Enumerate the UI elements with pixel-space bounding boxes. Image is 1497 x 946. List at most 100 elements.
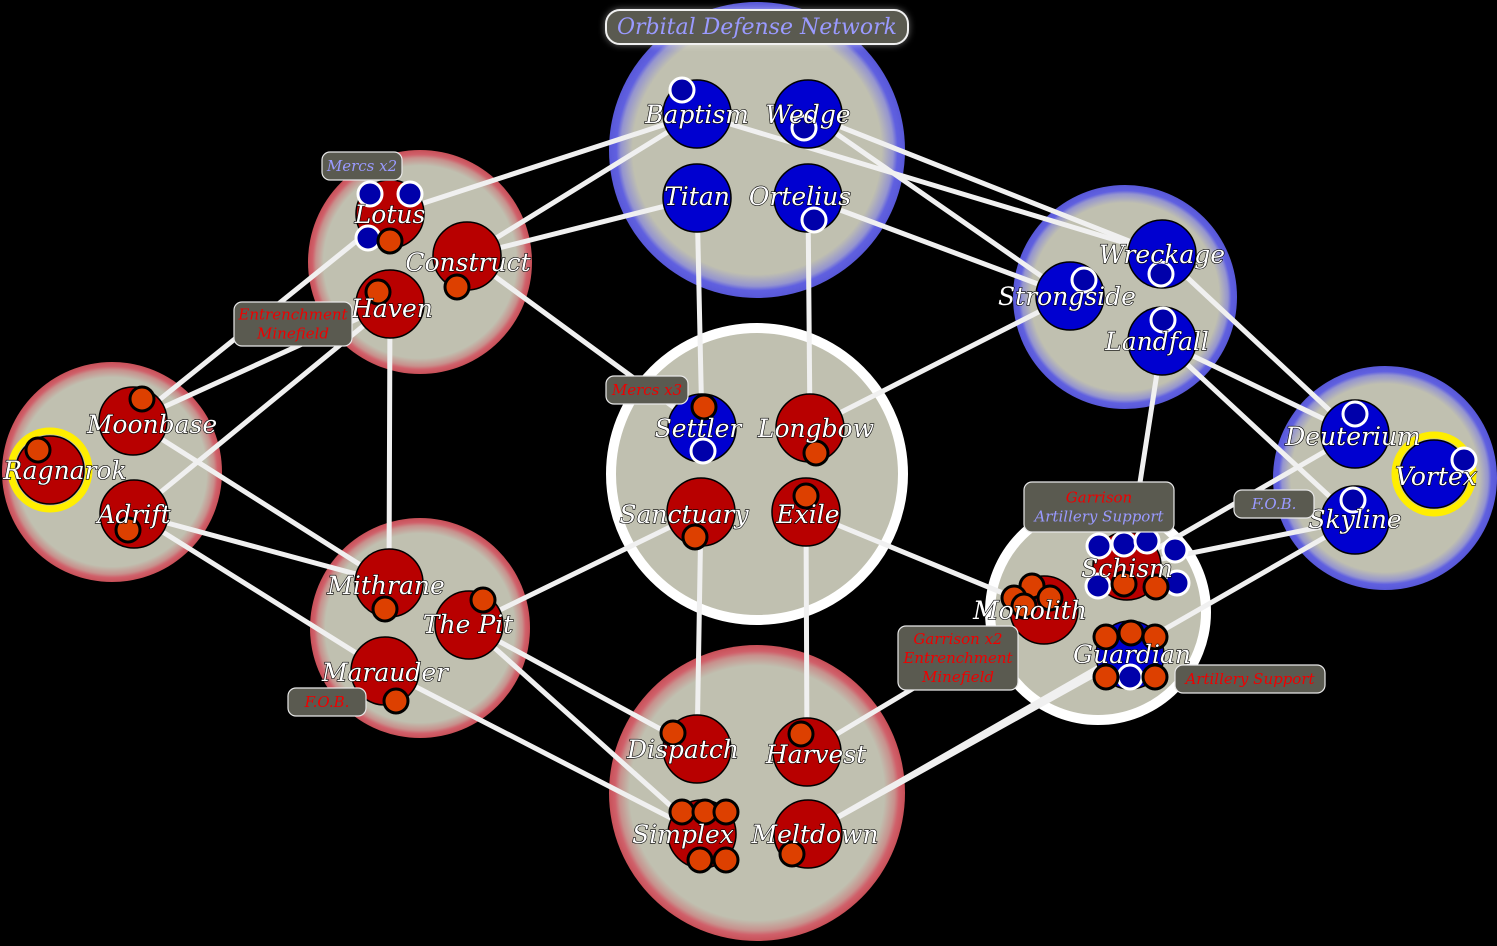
planet-moonbase[interactable] <box>98 385 168 456</box>
red-unit-token[interactable] <box>1036 584 1064 612</box>
red-unit-token[interactable] <box>792 482 820 510</box>
blue-unit-token[interactable] <box>1070 266 1098 294</box>
planet-label-monolith: Monolith <box>972 596 1087 625</box>
planet-deuterium[interactable] <box>1320 399 1390 469</box>
blue-unit-token[interactable] <box>1341 400 1369 428</box>
red-unit-token[interactable] <box>1010 592 1038 620</box>
red-unit-token[interactable] <box>1141 663 1169 691</box>
link-ortelius-strongside <box>805 195 1073 299</box>
planet-the-pit[interactable] <box>434 586 504 660</box>
planet-label-wreckage: Wreckage <box>1099 240 1225 269</box>
planet-ortelius[interactable] <box>773 163 843 234</box>
planet-monolith[interactable] <box>1000 572 1079 645</box>
planet-body[interactable] <box>771 477 841 547</box>
planet-exile[interactable] <box>771 477 841 547</box>
planet-skyline[interactable] <box>1320 485 1390 555</box>
planet-body[interactable] <box>1320 485 1390 555</box>
blue-unit-token[interactable] <box>800 206 828 234</box>
red-unit-token[interactable] <box>1092 623 1120 651</box>
red-unit-token[interactable] <box>1092 663 1120 691</box>
planet-wreckage[interactable] <box>1127 219 1197 289</box>
red-unit-token[interactable] <box>659 719 687 747</box>
blue-unit-token[interactable] <box>1450 446 1478 474</box>
link-adrift-marauder <box>131 511 388 674</box>
planet-haven[interactable] <box>355 269 425 339</box>
red-unit-token[interactable] <box>469 586 497 614</box>
blue-unit-token[interactable] <box>668 76 696 104</box>
link-exile-harvest <box>803 509 810 755</box>
planet-wedge[interactable] <box>773 79 843 149</box>
planet-marauder[interactable] <box>350 636 420 715</box>
link-construct-titan <box>464 195 700 259</box>
red-unit-token[interactable] <box>712 798 740 826</box>
red-unit-token[interactable] <box>690 393 718 421</box>
planet-strongside[interactable] <box>1035 261 1105 331</box>
red-unit-token[interactable] <box>128 385 156 413</box>
planet-titan[interactable] <box>662 163 732 233</box>
blue-unit-token[interactable] <box>1149 306 1177 334</box>
status-tag-settler: Mercs x3 <box>605 375 689 405</box>
planet-body[interactable] <box>1320 399 1390 469</box>
red-unit-token[interactable] <box>1141 623 1169 651</box>
blue-unit-token[interactable] <box>1161 536 1189 564</box>
planet-label-construct: Construct <box>405 248 531 277</box>
planet-body[interactable] <box>662 163 732 233</box>
red-unit-token[interactable] <box>114 516 142 544</box>
blue-unit-token[interactable] <box>689 437 717 465</box>
red-unit-token[interactable] <box>778 840 806 868</box>
planet-label-harvest: Harvest <box>765 740 867 769</box>
status-tag-skyline: F.O.B. <box>1233 489 1315 519</box>
tag-line: Minefield <box>921 668 994 686</box>
red-unit-token[interactable] <box>364 278 392 306</box>
red-unit-token[interactable] <box>681 523 709 551</box>
red-unit-token[interactable] <box>382 687 410 715</box>
planet-meltdown[interactable] <box>773 799 843 869</box>
blue-unit-token[interactable] <box>356 180 384 208</box>
blue-unit-token[interactable] <box>354 224 382 252</box>
red-unit-token[interactable] <box>1142 573 1170 601</box>
tag-line: Minefield <box>256 325 329 343</box>
planet-adrift[interactable] <box>99 479 169 549</box>
red-unit-token[interactable] <box>371 595 399 623</box>
link-wedge-strongside <box>805 111 1073 299</box>
red-unit-token[interactable] <box>686 846 714 874</box>
tag-box <box>897 625 1019 691</box>
planet-harvest[interactable] <box>772 717 842 787</box>
planet-vortex[interactable] <box>1391 431 1478 517</box>
planet-guardian[interactable] <box>1092 619 1169 691</box>
planet-body[interactable] <box>1127 219 1197 289</box>
red-unit-token[interactable] <box>443 273 471 301</box>
title-box <box>605 9 909 45</box>
red-unit-token[interactable] <box>712 846 740 874</box>
planet-ragnarok[interactable] <box>7 427 93 513</box>
planet-landfall[interactable] <box>1127 306 1197 376</box>
planet-sanctuary[interactable] <box>666 477 736 551</box>
blue-unit-token[interactable] <box>1110 530 1138 558</box>
status-tag-guardian: Artillery Support <box>1174 664 1326 694</box>
planet-dispatch[interactable] <box>659 714 732 784</box>
blue-unit-token[interactable] <box>1339 486 1367 514</box>
planet-label-moonbase: Moonbase <box>86 410 217 439</box>
tag-box <box>287 687 367 717</box>
planet-construct[interactable] <box>432 221 502 301</box>
blue-unit-token[interactable] <box>396 180 424 208</box>
planet-lotus[interactable] <box>354 179 425 255</box>
planet-baptism[interactable] <box>662 76 732 149</box>
link-wreckage-deuterium <box>1159 251 1358 437</box>
red-unit-token[interactable] <box>1110 570 1138 598</box>
red-unit-token[interactable] <box>787 720 815 748</box>
planet-mithrane[interactable] <box>354 548 424 623</box>
planet-settler[interactable] <box>667 393 737 465</box>
red-unit-token[interactable] <box>376 227 404 255</box>
planet-longbow[interactable] <box>775 393 845 467</box>
red-unit-token[interactable] <box>802 439 830 467</box>
planet-simplex[interactable] <box>667 798 740 874</box>
blue-unit-token[interactable] <box>790 114 818 142</box>
red-unit-token[interactable] <box>24 436 52 464</box>
region-center <box>606 323 908 625</box>
blue-unit-token[interactable] <box>1147 260 1175 288</box>
blue-unit-token[interactable] <box>1084 572 1112 600</box>
